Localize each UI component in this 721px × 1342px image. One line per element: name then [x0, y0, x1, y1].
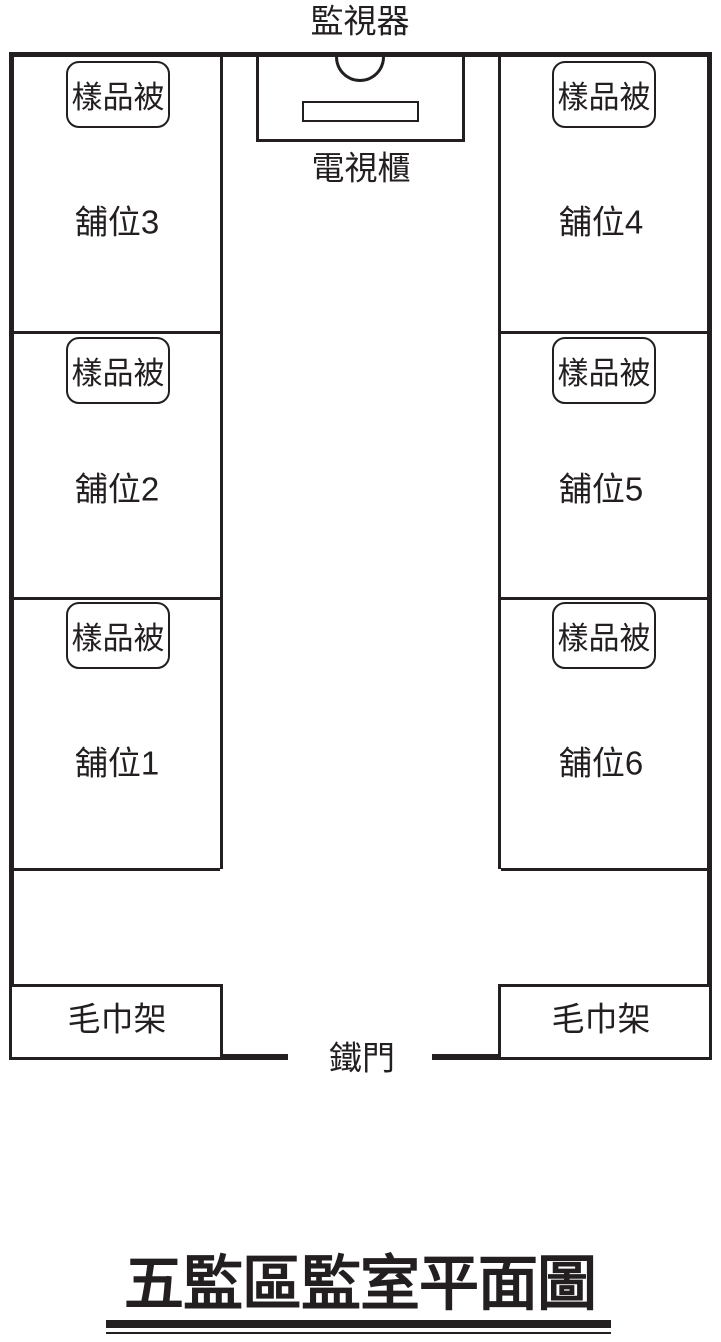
- left-divider-1: [14, 331, 220, 334]
- right-divider-2: [501, 597, 707, 600]
- iron-door-label: 鐵門: [329, 1039, 395, 1077]
- tv-screen-rect: [302, 101, 419, 122]
- bunk-label-5: 舖位5: [558, 470, 644, 508]
- bunk-label-4: 舖位4: [558, 203, 644, 241]
- bunk-label-2: 舖位2: [74, 470, 160, 508]
- room-outer-wall: [9, 52, 712, 1060]
- page-title: 五監區監室平面圖: [124, 1251, 597, 1318]
- title-underline-thick: [106, 1320, 611, 1328]
- sample-quilt-badge: 樣品被: [552, 337, 656, 404]
- tv-cabinet-box: [256, 57, 465, 142]
- right-column-bottom-line: [501, 868, 707, 871]
- towel-rack-box-right: [498, 984, 712, 1060]
- sample-quilt-badge: 樣品被: [66, 61, 170, 128]
- left-divider-2: [14, 597, 220, 600]
- sample-quilt-badge: 樣品被: [66, 337, 170, 404]
- title-underline-thin: [106, 1332, 611, 1334]
- sample-quilt-badge: 樣品被: [552, 61, 656, 128]
- towel-rack-label-right: 毛巾架: [551, 1000, 651, 1038]
- tv-cabinet-label: 電視櫃: [311, 149, 411, 187]
- sample-quilt-badge: 樣品被: [66, 602, 170, 669]
- towel-rack-label-left: 毛巾架: [67, 1000, 167, 1038]
- monitor-label: 監視器: [310, 2, 410, 40]
- right-column-partition-line: [498, 57, 501, 869]
- towel-rack-box-left: [9, 984, 223, 1060]
- bunk-label-6: 舖位6: [558, 744, 644, 782]
- bunk-label-1: 舖位1: [74, 744, 160, 782]
- bunk-label-3: 舖位3: [74, 203, 160, 241]
- left-column-bottom-line: [14, 868, 220, 871]
- sample-quilt-badge: 樣品被: [552, 602, 656, 669]
- right-divider-1: [501, 331, 707, 334]
- left-column-partition-line: [220, 57, 223, 869]
